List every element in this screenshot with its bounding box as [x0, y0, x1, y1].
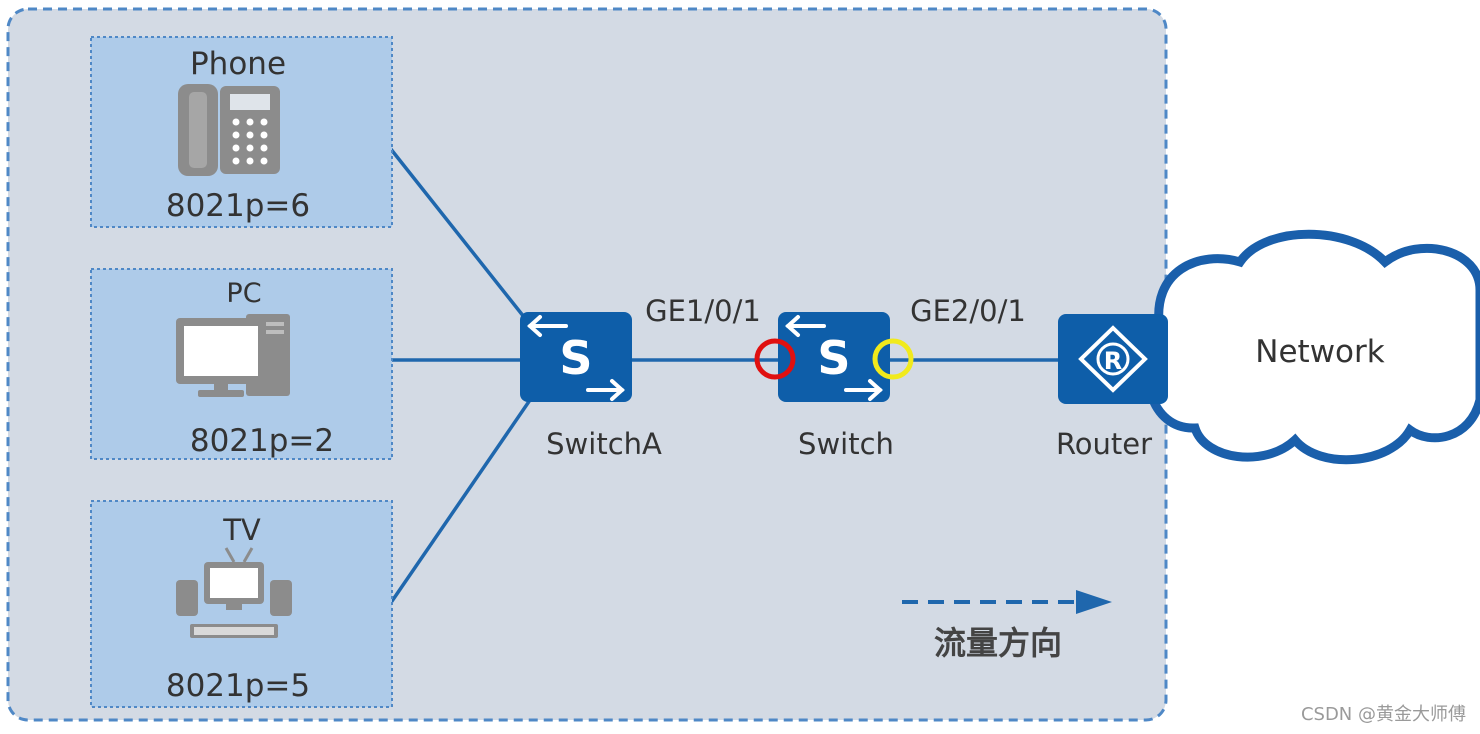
router-icon: R	[1078, 325, 1148, 393]
flow-arrow-head-icon	[1076, 590, 1112, 614]
switch-a-body	[520, 312, 632, 402]
watermark: CSDN @黄金大师傅	[1300, 704, 1466, 725]
switch-a-glyph: S	[559, 331, 592, 385]
tv-label: TV	[222, 513, 261, 547]
flow-direction-label: 流量方向	[934, 624, 1062, 662]
pc-priority-label: 8021p=2	[190, 423, 334, 459]
phone-priority-label: 8021p=6	[166, 188, 310, 224]
router-body	[1058, 314, 1168, 404]
phone-icon	[178, 84, 280, 176]
network-label: Network	[1255, 334, 1384, 370]
link-tv-switcha	[388, 399, 532, 605]
switch-glyph: S	[817, 331, 850, 385]
router: R Router	[1056, 314, 1168, 461]
ingress-port-marker	[754, 338, 796, 380]
ingress-port-label: GE1/0/1	[645, 294, 761, 328]
flow-direction-legend: 流量方向	[902, 590, 1112, 662]
switch-core: S Switch	[778, 312, 894, 461]
tv-icon	[176, 547, 292, 638]
switch-arrows-icon	[785, 315, 883, 401]
link-phone-switcha	[388, 146, 530, 324]
tv-priority-label: 8021p=5	[166, 668, 310, 704]
switch-a-arrows-icon	[527, 315, 625, 401]
pc-label: PC	[226, 278, 261, 309]
router-label: Router	[1056, 427, 1152, 461]
device-tv: TV 8021p=5	[90, 500, 393, 708]
device-phone: Phone 8021p=6	[90, 36, 393, 228]
switch-body	[778, 312, 890, 402]
switch-label: Switch	[798, 427, 894, 461]
egress-port-marker	[872, 338, 914, 380]
switch-a-label: SwitchA	[546, 427, 662, 461]
network-cloud: Network	[1143, 229, 1480, 465]
router-glyph: R	[1104, 347, 1122, 375]
switch-a: S SwitchA	[520, 312, 662, 461]
egress-port-label: GE2/0/1	[910, 294, 1026, 328]
phone-label: Phone	[190, 46, 286, 82]
pc-icon	[176, 314, 290, 397]
device-pc: PC 8021p=2	[90, 268, 393, 460]
